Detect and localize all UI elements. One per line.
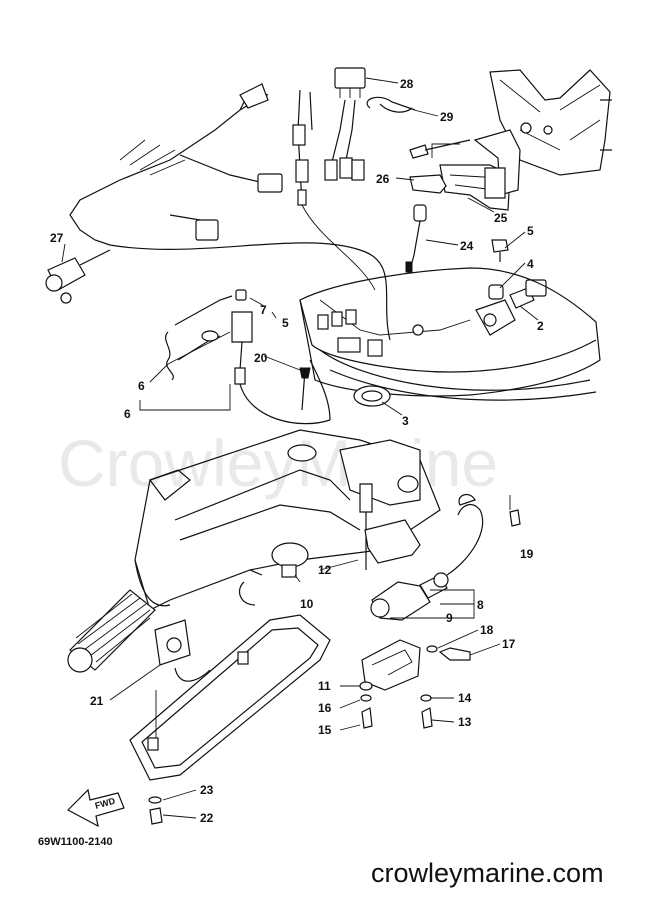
callout-leaders (61, 77, 539, 819)
part-29-cable-tie (366, 96, 416, 113)
part-8-9-connector (370, 493, 484, 621)
callout-13: 13 (458, 715, 472, 729)
callout-21: 21 (90, 694, 104, 708)
callout-20: 20 (254, 351, 268, 365)
callout-5b: 6 (124, 407, 131, 421)
bolt-icon (409, 144, 429, 159)
callout-1: 2 (537, 319, 544, 333)
throttle-grip (67, 589, 156, 673)
callout-27: 27 (50, 231, 64, 245)
diagram-code: 69W1100-2140 (38, 836, 113, 848)
screw-icons (148, 509, 521, 825)
callout-17: 17 (502, 637, 516, 651)
callout-7: 7 (260, 303, 267, 317)
callout-19: 19 (520, 547, 534, 561)
callout-26: 26 (376, 172, 390, 186)
callout-labels: 28 29 26 25 24 5 4 2 7 5 6 6 20 3 27 19 … (50, 77, 544, 825)
callout-9: 9 (446, 611, 453, 625)
callout-4: 5 (527, 224, 534, 238)
website-link[interactable]: crowleymarine.com (371, 858, 604, 888)
part-26-clip (409, 174, 447, 194)
callout-29: 29 (440, 110, 454, 124)
callout-28: 28 (400, 77, 414, 91)
callout-2: 3 (402, 414, 409, 428)
callout-8: 8 (477, 598, 484, 612)
part-12-pin (359, 483, 373, 513)
callout-14: 14 (458, 691, 472, 705)
watermark-text: CrowleyMarine (58, 426, 498, 500)
callout-18: 18 (480, 623, 494, 637)
part-1-switch (475, 279, 547, 336)
part-10-clamp (238, 542, 309, 606)
part-6-7-switch (165, 289, 253, 385)
callout-16: 16 (318, 701, 332, 715)
fwd-arrow-icon: FWD (67, 788, 125, 828)
part-27-wire-harness (45, 83, 391, 341)
callout-6: 6 (138, 379, 145, 393)
callout-23: 23 (200, 783, 214, 797)
callout-12: 12 (318, 563, 332, 577)
part-24-wire (405, 204, 427, 273)
part-21-switch (154, 619, 211, 682)
callout-3: 4 (527, 257, 534, 271)
wire-lead-6 (239, 383, 331, 425)
wire-leader (301, 204, 376, 291)
part-4-bolt (491, 239, 509, 262)
callout-5a: 5 (282, 316, 289, 330)
part-28-connector (292, 67, 366, 206)
bottom-cowling (299, 267, 601, 401)
callout-10: 10 (300, 597, 314, 611)
bottom-plate (129, 614, 331, 781)
callout-25: 25 (494, 211, 508, 225)
callout-24: 24 (460, 239, 474, 253)
part-3-collar (488, 284, 504, 300)
part-2-grommet (353, 385, 391, 407)
callout-22: 22 (200, 811, 214, 825)
part-14-holder (359, 639, 421, 691)
callout-11: 11 (318, 679, 331, 693)
callout-15: 15 (318, 723, 332, 737)
part-12-cover (364, 519, 421, 564)
